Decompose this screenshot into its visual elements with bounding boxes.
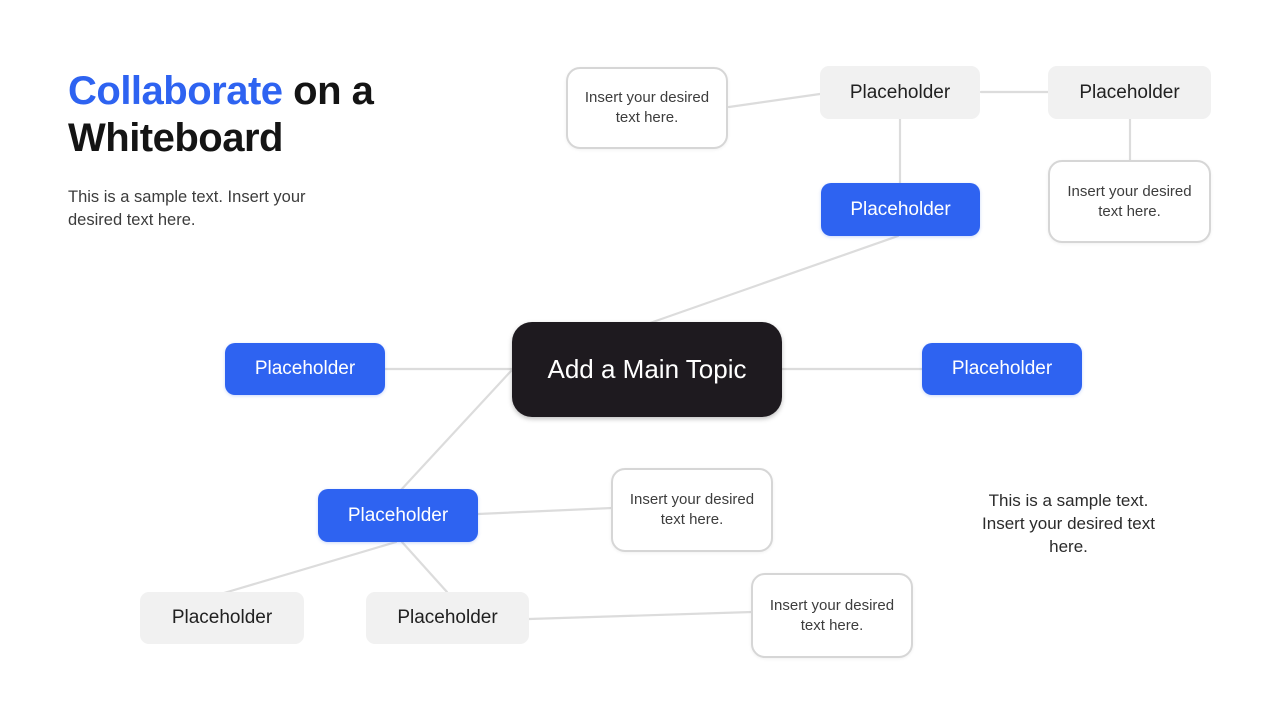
- placeholder-label: Placeholder: [171, 607, 273, 628]
- placeholder-node-bottom-mid[interactable]: Placeholder: [366, 592, 529, 644]
- note-box-bottom[interactable]: Insert your desired text here.: [751, 573, 913, 658]
- intro-text: This is a sample text. Insert your desir…: [68, 188, 306, 229]
- connector-line: [476, 506, 614, 516]
- connector-line: [398, 369, 513, 493]
- connector-line: [400, 540, 449, 594]
- connector-line: [527, 610, 754, 621]
- note-text: Insert your desired text here.: [584, 89, 710, 126]
- note-box-middle[interactable]: Insert your desired text here.: [611, 468, 773, 552]
- placeholder-label: Placeholder: [951, 358, 1053, 379]
- placeholder-node-top-1[interactable]: Placeholder: [820, 66, 980, 119]
- connector-line: [648, 234, 900, 325]
- main-topic-label: Add a Main Topic: [547, 354, 747, 384]
- note-text: Insert your desired text here.: [629, 491, 755, 528]
- title-accent: Collaborate: [68, 69, 283, 113]
- placeholder-label: Placeholder: [397, 607, 498, 628]
- title-rest: on a: [282, 69, 374, 113]
- note-text: Insert your desired text here.: [769, 596, 895, 634]
- placeholder-label: Placeholder: [849, 81, 951, 103]
- placeholder-label: Placeholder: [850, 198, 951, 220]
- note-text: Insert your desired text here.: [1067, 182, 1192, 220]
- connector-line: [727, 92, 822, 109]
- placeholder-node-blue-top[interactable]: Placeholder: [821, 183, 980, 236]
- placeholder-node-blue-right[interactable]: Placeholder: [922, 343, 1082, 395]
- note-box-top-right[interactable]: Insert your desired text here.: [1048, 160, 1211, 243]
- sample-text-right: This is a sample text. Insert your desir…: [982, 491, 1155, 556]
- placeholder-node-blue-bottom[interactable]: Placeholder: [318, 489, 478, 542]
- connector-line: [222, 540, 398, 595]
- placeholder-label: Placeholder: [1079, 81, 1180, 103]
- placeholder-node-bottom-left[interactable]: Placeholder: [140, 592, 304, 644]
- main-topic-node[interactable]: Add a Main Topic: [512, 322, 782, 417]
- placeholder-node-blue-left[interactable]: Placeholder: [225, 343, 385, 395]
- title-line2: Whiteboard: [68, 116, 283, 160]
- placeholder-node-top-2[interactable]: Placeholder: [1048, 66, 1211, 119]
- placeholder-label: Placeholder: [347, 504, 449, 526]
- note-box-top-left[interactable]: Insert your desired text here.: [566, 67, 728, 149]
- placeholder-label: Placeholder: [254, 358, 356, 379]
